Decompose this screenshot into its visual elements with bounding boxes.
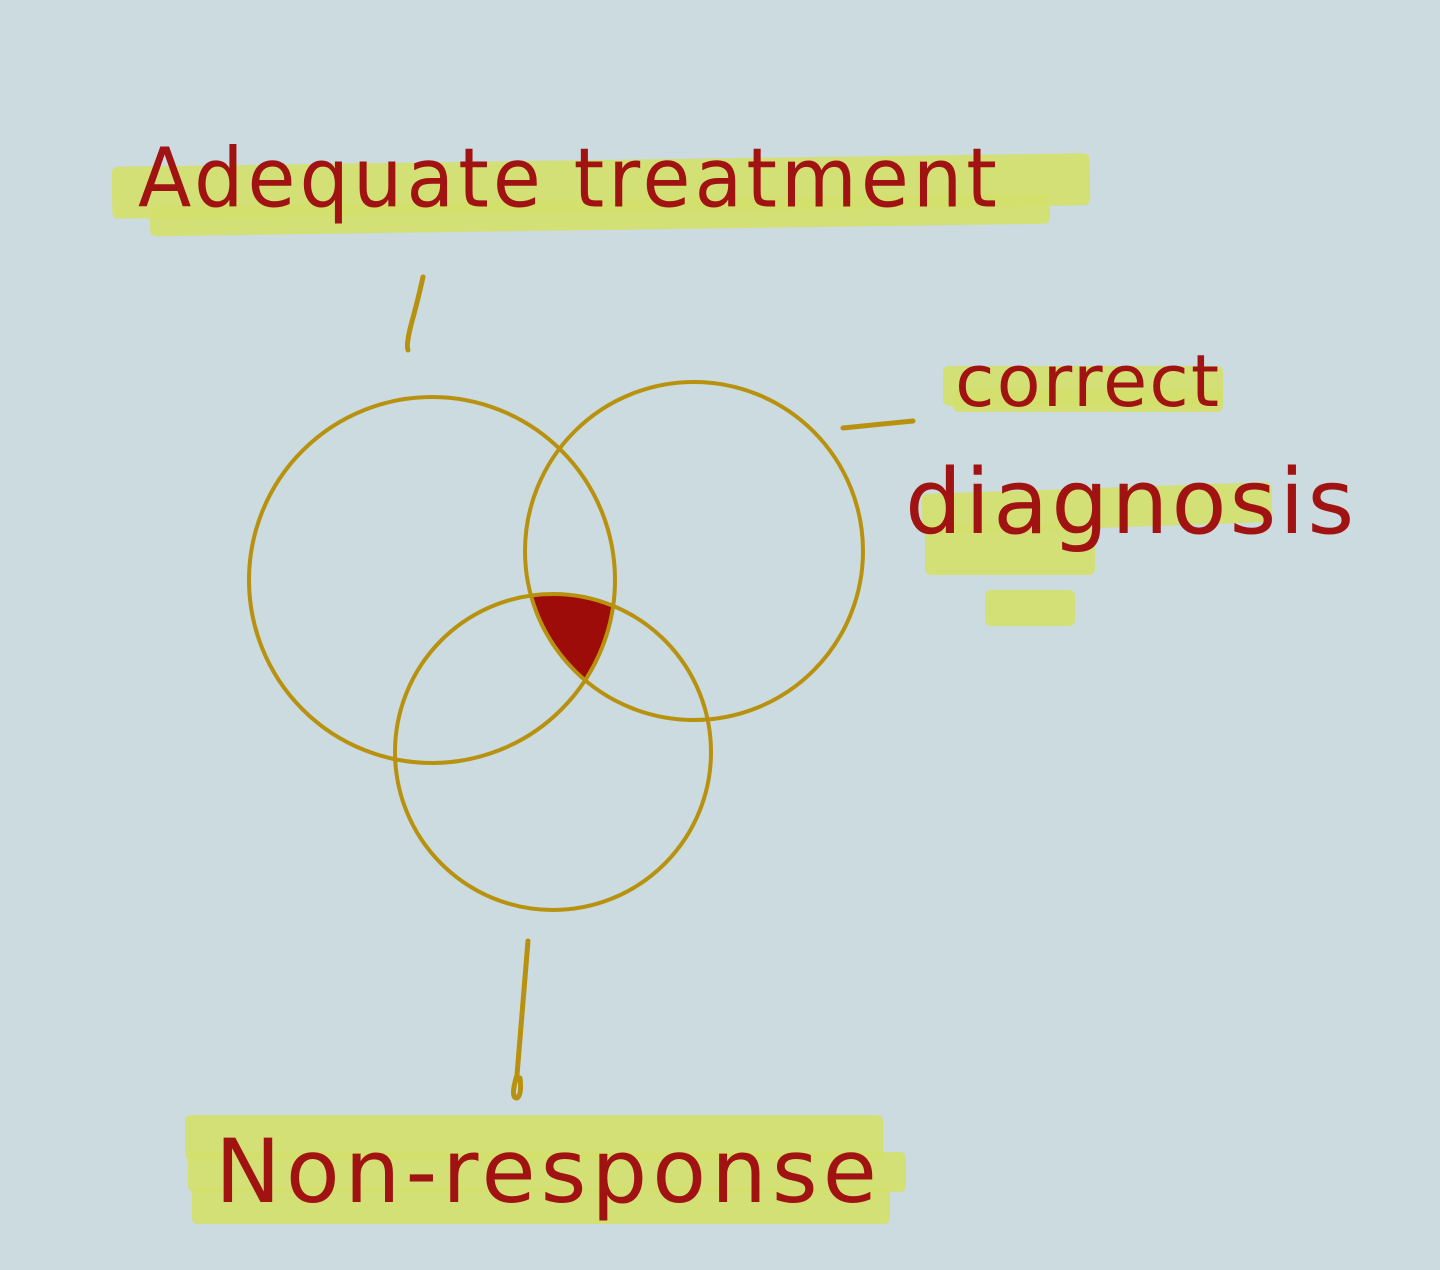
highlight-nonresponse-2 — [188, 1152, 906, 1192]
circle-adequate-treatment — [247, 395, 617, 765]
highlight-diagnosis-2 — [925, 525, 1095, 575]
connector-correct — [840, 418, 916, 431]
label-correct: correct — [955, 339, 1222, 423]
label-non-response: Non-response — [215, 1120, 882, 1223]
label-diagnosis: diagnosis — [905, 450, 1358, 555]
highlight-nonresponse-3 — [192, 1188, 890, 1224]
highlight-diagnosis-3 — [985, 590, 1075, 626]
circle-correct-diagnosis — [523, 380, 865, 722]
label-adequate-treatment: Adequate treatment — [138, 131, 1001, 227]
circle-non-response — [393, 592, 713, 912]
highlight-correct-2 — [953, 390, 1223, 412]
connector-nonresponse — [511, 938, 531, 1101]
connector-treatment — [404, 274, 426, 353]
